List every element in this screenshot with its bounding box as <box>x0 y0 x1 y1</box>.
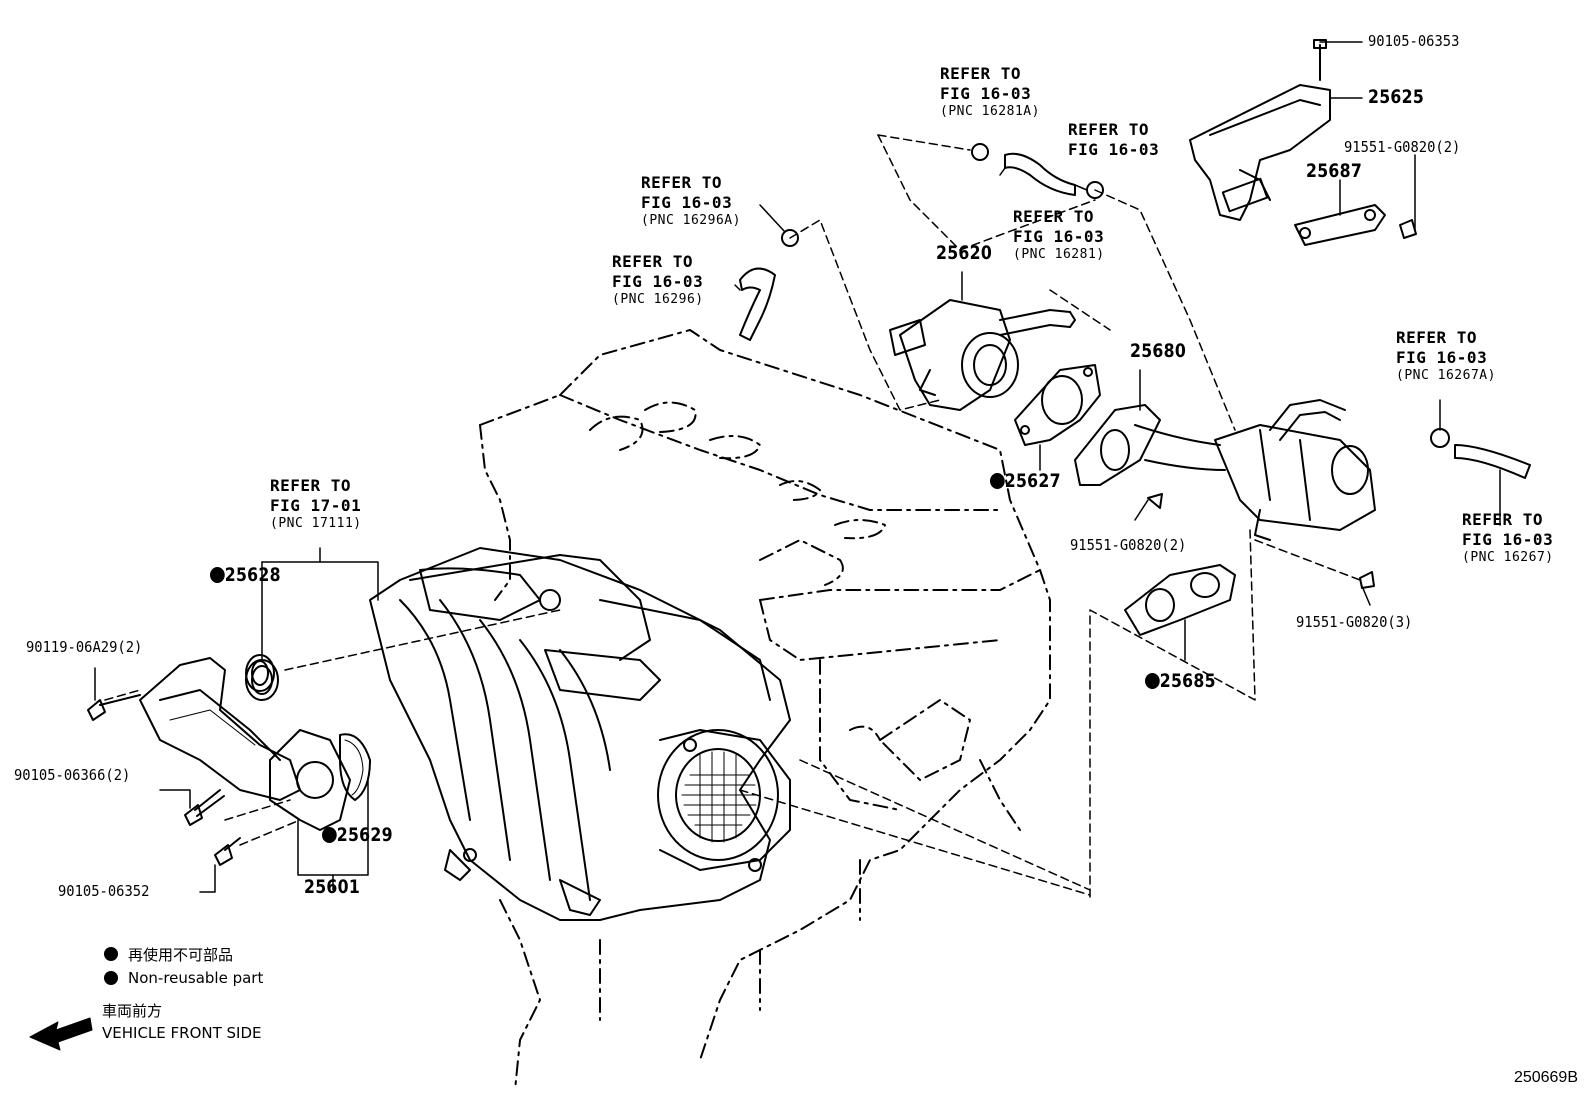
refer-fig-16-03-pnc-16281a: REFER TO FIG 16-03 (PNC 16281A) <box>940 64 1040 119</box>
refer-line2: FIG 16-03 <box>1396 348 1488 367</box>
legend-jp-front: 車両前方 <box>102 1002 163 1020</box>
part-25601: 25601 <box>304 876 361 898</box>
engine-block-outline <box>479 329 1051 1091</box>
refer-line2: FIG 16-03 <box>1068 140 1160 159</box>
part-91551-g0820-3: 91551-G0820(3) <box>1296 613 1413 631</box>
part-90119-06a29: 90119-06A29(2) <box>26 638 143 656</box>
refer-line1: REFER TO <box>612 252 694 271</box>
part-25680: 25680 <box>1130 340 1187 362</box>
part-25627-nonreusable: 25627 <box>990 472 1061 491</box>
nonreusable-bullet-icon <box>1145 673 1160 689</box>
refer-line3: (PNC 16281) <box>1013 247 1105 262</box>
refer-line2: FIG 17-01 <box>270 496 362 515</box>
part-90105-06366: 90105-06366(2) <box>14 766 131 784</box>
refer-line3: (PNC 16281A) <box>940 104 1040 119</box>
refer-fig-16-03-pnc-16296: REFER TO FIG 16-03 (PNC 16296) <box>612 252 704 307</box>
part-number: 25628 <box>224 564 281 586</box>
part-25685-nonreusable: 25685 <box>1145 672 1216 691</box>
refer-line1: REFER TO <box>1013 207 1095 226</box>
refer-fig-16-03-pnc-16296a: REFER TO FIG 16-03 (PNC 16296A) <box>641 173 741 228</box>
refer-line3: (PNC 16296A) <box>641 213 741 228</box>
refer-line3: (PNC 16296) <box>612 292 704 307</box>
legend: 再使用不可部品 Non-reusable part <box>104 942 263 990</box>
part-25687: 25687 <box>1306 160 1363 182</box>
part-number: 25685 <box>1159 670 1216 692</box>
oring-25628 <box>245 659 279 701</box>
refer-line1: REFER TO <box>1396 328 1478 347</box>
part-25628-nonreusable: 25628 <box>210 566 281 585</box>
intake-manifold <box>369 547 791 921</box>
refer-line2: FIG 16-03 <box>1462 530 1554 549</box>
nonreusable-bullet-icon <box>210 567 225 583</box>
part-90105-06352: 90105-06352 <box>58 882 150 900</box>
legend-row-en: Non-reusable part <box>104 966 263 990</box>
legend-en-nonreusable: Non-reusable part <box>128 969 264 987</box>
refer-fig-16-03-pnc-16267: REFER TO FIG 16-03 (PNC 16267) <box>1462 510 1554 565</box>
left-bracket-assembly <box>87 654 371 866</box>
part-number: 25627 <box>1004 470 1061 492</box>
refer-line3: (PNC 16267A) <box>1396 368 1496 383</box>
part-91551-g0820-2-mid: 91551-G0820(2) <box>1070 536 1187 554</box>
refer-line3: (PNC 17111) <box>270 516 362 531</box>
legend-en-front: VEHICLE FRONT SIDE <box>102 1024 262 1042</box>
refer-line1: REFER TO <box>270 476 352 495</box>
vehicle-front-legend: 車両前方 VEHICLE FRONT SIDE <box>102 1000 262 1044</box>
part-25620: 25620 <box>936 242 993 264</box>
refer-line1: REFER TO <box>940 64 1022 83</box>
refer-fig-17-01-pnc-17111: REFER TO FIG 17-01 (PNC 17111) <box>270 476 362 531</box>
refer-line1: REFER TO <box>1462 510 1544 529</box>
legend-jp-nonreusable: 再使用不可部品 <box>128 945 234 964</box>
refer-line1: REFER TO <box>641 173 723 192</box>
egr-valve-25620 <box>889 299 1076 411</box>
gasket-25685 <box>1124 564 1236 636</box>
refer-line2: FIG 16-03 <box>940 84 1032 103</box>
figure-code: 250669B <box>1513 1069 1578 1086</box>
nonreusable-bullet-icon <box>104 971 118 985</box>
refer-line2: FIG 16-03 <box>641 193 733 212</box>
leader-lines <box>94 41 1501 893</box>
gasket-25627 <box>1014 364 1101 446</box>
part-90105-06353: 90105-06353 <box>1368 32 1460 50</box>
refer-fig-16-03-pnc-16267a: REFER TO FIG 16-03 (PNC 16267A) <box>1396 328 1496 383</box>
part-91551-g0820-2-top: 91551-G0820(2) <box>1344 138 1461 156</box>
egr-pipe-25680 <box>1074 404 1226 486</box>
bracket-25625 <box>1189 39 1331 221</box>
nonreusable-bullet-icon <box>104 947 118 961</box>
refer-line2: FIG 16-03 <box>612 272 704 291</box>
part-25629-nonreusable: 25629 <box>322 826 393 845</box>
nonreusable-bullet-icon <box>990 473 1005 489</box>
nonreusable-bullet-icon <box>322 827 337 843</box>
refer-line2: FIG 16-03 <box>1013 227 1105 246</box>
egr-cooler-assembly <box>1214 399 1376 541</box>
part-25625: 25625 <box>1368 86 1425 108</box>
assembly-dash-lines <box>104 134 1361 901</box>
part-number: 25629 <box>336 824 393 846</box>
refer-line3: (PNC 16267) <box>1462 550 1554 565</box>
plate-25687 <box>1294 204 1417 246</box>
refer-line1: REFER TO <box>1068 120 1150 139</box>
refer-fig-16-03-pnc-16281: REFER TO FIG 16-03 (PNC 16281) <box>1013 207 1105 262</box>
vehicle-front-arrow <box>29 1017 93 1051</box>
legend-row-jp: 再使用不可部品 <box>104 942 263 966</box>
refer-fig-16-03-top: REFER TO FIG 16-03 <box>1068 122 1159 158</box>
